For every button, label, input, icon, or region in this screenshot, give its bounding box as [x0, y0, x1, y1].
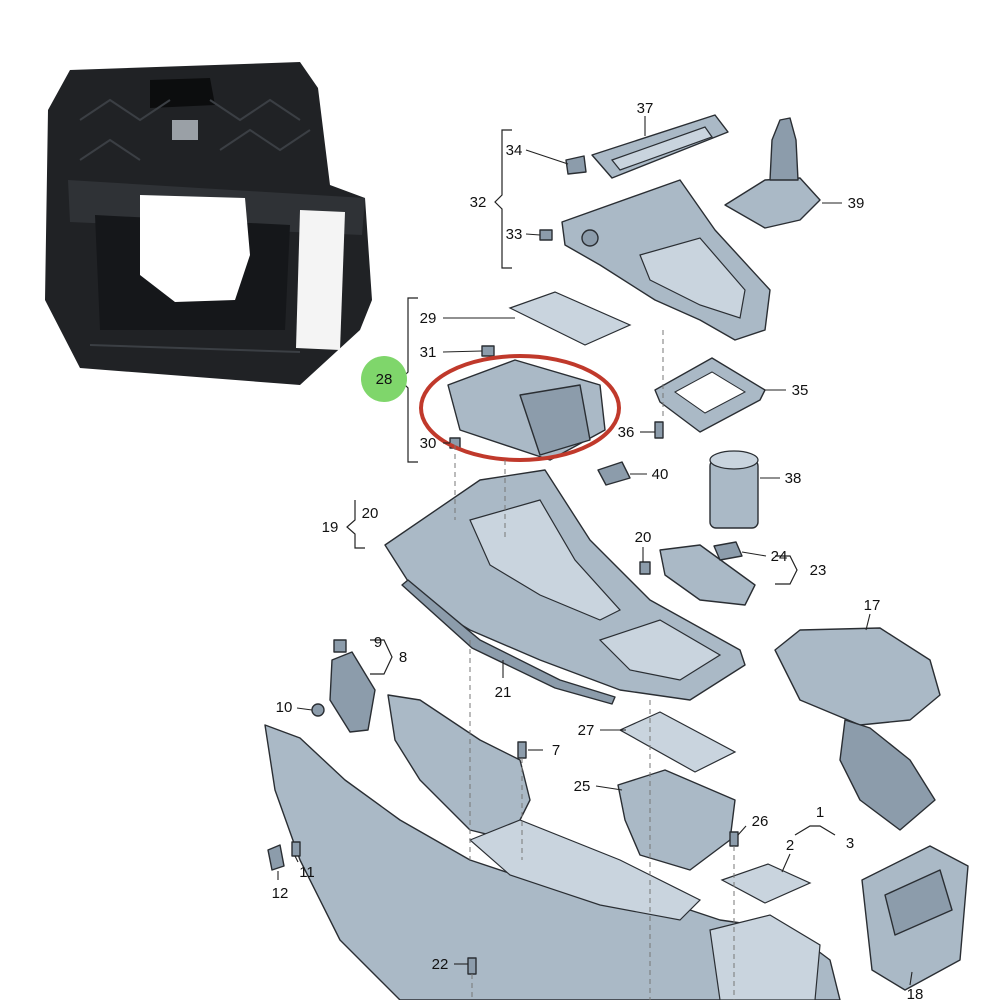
callout-12: 12 [272, 885, 289, 902]
callout-11: 11 [299, 864, 315, 881]
part-39-shift-knob-boot [724, 117, 821, 229]
callout-29: 29 [420, 310, 437, 327]
callout-30: 30 [420, 435, 437, 452]
callout-8: 8 [399, 649, 407, 666]
part-37-trim-strip [591, 114, 729, 179]
part-36-screw [654, 421, 664, 439]
callout-32: 32 [470, 194, 487, 211]
part-29-mat [508, 291, 632, 346]
callout-18: 18 [907, 986, 924, 1000]
callout-9: 9 [374, 634, 382, 651]
callout-10: 10 [276, 699, 293, 716]
callout-27: 27 [578, 722, 595, 739]
part-18-rear-panel [861, 845, 969, 991]
callout-20-upper: 20 [362, 505, 379, 522]
part-8-bracket [329, 651, 376, 733]
part-34-clip [565, 155, 587, 175]
callout-23: 23 [810, 562, 827, 579]
part-7-screw [517, 741, 527, 759]
part-38-cup-holder [709, 450, 759, 529]
callout-24: 24 [771, 548, 788, 565]
bracket-group-1 [794, 825, 836, 836]
bracket-group-8 [370, 639, 393, 675]
callout-25: 25 [574, 778, 591, 795]
part-28-bracket [447, 359, 606, 461]
callout-21: 21 [495, 684, 512, 701]
part-9-clip [333, 639, 347, 653]
callout-17: 17 [864, 597, 881, 614]
highlight-badge [361, 356, 407, 402]
callout-1: 1 [816, 804, 824, 821]
part-12-cap [267, 844, 285, 871]
callout-26: 26 [752, 813, 769, 830]
highlight-ring [419, 354, 621, 462]
callout-2: 2 [786, 837, 794, 854]
callout-38: 38 [785, 470, 802, 487]
callout-3: 3 [846, 835, 854, 852]
alignment-lines [454, 330, 735, 1000]
part-2-mat [720, 863, 812, 904]
callout-39: 39 [848, 195, 865, 212]
part-11-screw [291, 841, 301, 857]
bracket-group-23 [775, 555, 798, 585]
callout-37: 37 [637, 100, 654, 117]
part-10-nut [311, 703, 325, 717]
bracket-group-32 [494, 129, 512, 269]
part-31-clip [481, 345, 495, 357]
part-35-frame [654, 357, 766, 433]
part-lower-console-housing [264, 694, 841, 1000]
part-photo-inset [45, 62, 372, 385]
bracket-group-19 [346, 500, 365, 549]
callout-7: 7 [552, 742, 560, 759]
part-21-trim-strip [401, 579, 616, 705]
part-23-usb-panel [659, 544, 756, 606]
part-24-cover [713, 541, 743, 561]
callout-34: 34 [506, 142, 523, 159]
part-26-screw [729, 831, 739, 847]
part-27-mat [618, 711, 737, 773]
callout-22: 22 [432, 956, 449, 973]
leader-lines [277, 116, 913, 986]
callout-33: 33 [506, 226, 523, 243]
part-40-connector [597, 461, 631, 486]
callout-36: 36 [618, 424, 635, 441]
part-22-screw [467, 957, 477, 975]
part-20-clip [639, 561, 651, 575]
callout-35: 35 [792, 382, 809, 399]
part-25-cup-insert [617, 769, 736, 871]
part-32-shift-surround [561, 179, 771, 341]
part-17-armrest [774, 627, 941, 831]
callout-28: 28 [376, 371, 393, 388]
callout-19: 19 [322, 519, 339, 536]
part-33-screw [539, 229, 553, 241]
part-19-center-console [384, 469, 746, 701]
callout-31: 31 [420, 344, 437, 361]
callout-20-lower: 20 [635, 529, 652, 546]
callout-40: 40 [652, 466, 669, 483]
